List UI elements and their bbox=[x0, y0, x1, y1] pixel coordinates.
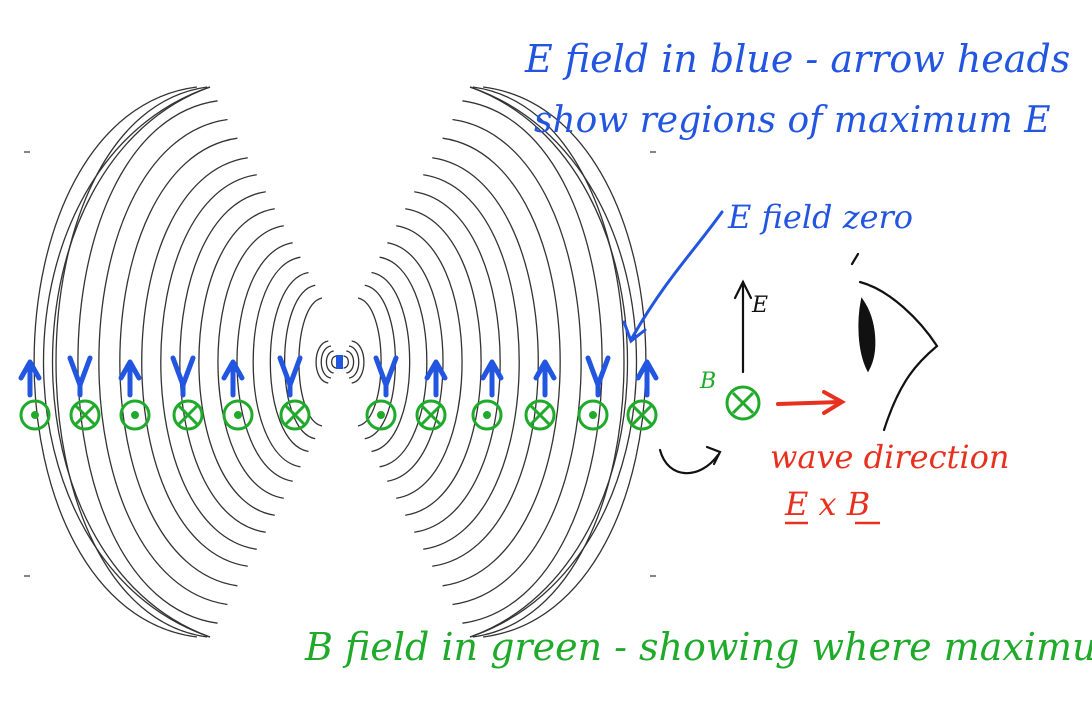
contour-line bbox=[284, 284, 316, 440]
annotation-e-field-line2: show regions of maximum E bbox=[534, 100, 1050, 141]
e-field-arrow-down bbox=[170, 355, 196, 398]
e-field-arrow-down bbox=[585, 355, 611, 398]
contour-line bbox=[160, 174, 257, 550]
e-field-arrow-up bbox=[18, 359, 42, 398]
b-field-marker-dot bbox=[577, 399, 609, 431]
contour-line bbox=[387, 242, 444, 482]
contour-line bbox=[432, 157, 539, 567]
b-field-marker-cross bbox=[69, 399, 101, 431]
b-field-marker-cross bbox=[415, 399, 447, 431]
contour-line bbox=[396, 225, 463, 499]
rotation-arrow bbox=[658, 445, 722, 475]
contour-line bbox=[330, 355, 337, 369]
b-field-marker-cross bbox=[524, 399, 556, 431]
b-field-marker-dot bbox=[471, 399, 503, 431]
e-field-arrow-up bbox=[424, 359, 448, 398]
contour-line bbox=[442, 137, 561, 587]
contour-line bbox=[414, 191, 501, 533]
contour-line bbox=[379, 256, 428, 468]
e-field-arrow-up bbox=[635, 359, 659, 398]
b-field-marker-dot bbox=[19, 399, 51, 431]
contour-line bbox=[346, 350, 355, 374]
b-field-marker-cross bbox=[279, 399, 311, 431]
contour-line bbox=[42, 86, 211, 638]
e-field-arrow-up bbox=[533, 359, 557, 398]
dipole-source bbox=[336, 355, 343, 369]
contour-line bbox=[55, 86, 208, 638]
contour-line bbox=[98, 118, 228, 606]
annotation-b-label: B bbox=[699, 369, 716, 394]
b-field-marker-cross bbox=[626, 399, 658, 431]
contour-line bbox=[119, 137, 238, 587]
wave-direction-arrow bbox=[776, 390, 846, 415]
contour-line bbox=[315, 340, 329, 384]
contour-line bbox=[217, 225, 284, 499]
e-field-arrow-down bbox=[277, 355, 303, 398]
contour-line bbox=[371, 271, 411, 453]
annotation-e-field-zero: E field zero bbox=[727, 198, 913, 236]
b-field-marker-cross bbox=[172, 399, 204, 431]
contour-line bbox=[141, 157, 248, 567]
contour-line bbox=[469, 86, 638, 638]
b-field-marker-dot bbox=[365, 399, 397, 431]
e-field-zero-pointer bbox=[622, 210, 724, 344]
annotation-e-field-line1: E field in blue - arrow heads bbox=[524, 37, 1070, 81]
annotation-b-field: B field in green - showing where maximum bbox=[304, 625, 1092, 669]
plot-corner-ticks bbox=[24, 151, 656, 577]
b-vector-symbol bbox=[725, 385, 761, 421]
contour-line bbox=[33, 86, 197, 638]
e-field-arrow-up bbox=[480, 359, 504, 398]
contour-line bbox=[198, 208, 275, 516]
annotation-wave-direction: wave direction bbox=[770, 438, 1010, 476]
contour-line bbox=[252, 256, 301, 468]
contour-line bbox=[348, 345, 360, 379]
contour-line bbox=[405, 208, 482, 516]
annotation-e-label: E bbox=[751, 293, 768, 318]
e-vector-arrow bbox=[733, 279, 753, 374]
contour-line bbox=[77, 100, 218, 624]
contour-line bbox=[269, 271, 309, 453]
contour-line bbox=[51, 86, 211, 638]
b-field-marker-dot bbox=[222, 399, 254, 431]
field-contour-lines bbox=[33, 86, 647, 638]
e-field-arrow-down bbox=[67, 355, 93, 398]
contour-line bbox=[351, 340, 365, 384]
contour-line bbox=[423, 174, 520, 550]
e-field-arrows bbox=[18, 355, 659, 398]
contour-line bbox=[472, 86, 625, 638]
contour-line bbox=[483, 86, 647, 638]
b-field-marker-dot bbox=[119, 399, 151, 431]
contour-line bbox=[343, 355, 350, 369]
contour-line bbox=[320, 345, 332, 379]
b-field-markers bbox=[19, 399, 658, 431]
contour-line bbox=[452, 118, 582, 606]
e-field-arrow-up bbox=[221, 359, 245, 398]
eye-sketch bbox=[850, 252, 939, 432]
contour-line bbox=[179, 191, 266, 533]
annotation-exb: E x B bbox=[784, 485, 870, 523]
e-field-arrow-down bbox=[373, 355, 399, 398]
contour-line bbox=[236, 242, 293, 482]
contour-line bbox=[462, 100, 603, 624]
e-field-arrow-up bbox=[118, 359, 142, 398]
contour-line bbox=[325, 350, 334, 374]
contour-line bbox=[469, 86, 629, 638]
